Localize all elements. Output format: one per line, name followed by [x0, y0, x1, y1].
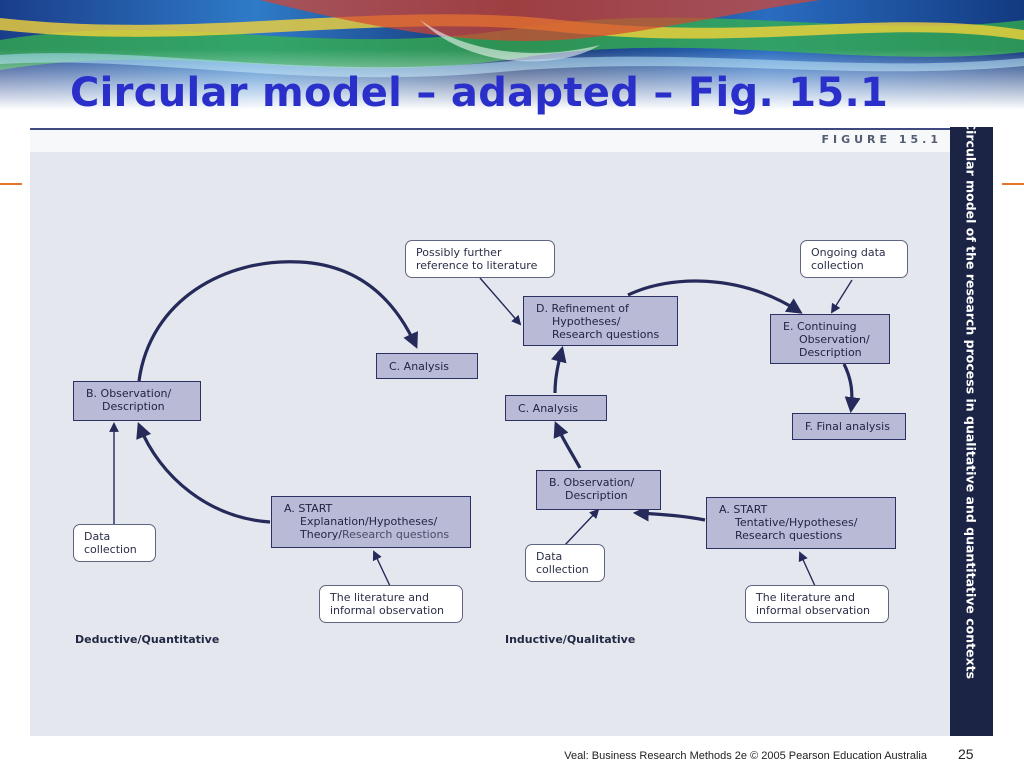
arrow-ongoing-to-continuing [830, 279, 853, 314]
deductive-panel-label: Deductive/Quantitative [75, 633, 220, 646]
deductive-start-line3: Theory/Research questions [284, 528, 462, 541]
inductive-literature-line1: The literature and [756, 591, 855, 604]
ongoing-data-line2: collection [811, 259, 864, 272]
slide-title: Circular model – adapted – Fig. 15.1 [70, 70, 889, 116]
ongoing-data-note: Ongoing data collection [800, 240, 908, 278]
arrow-further-to-refinement [479, 277, 522, 326]
arrow-observation-to-analysis [137, 260, 418, 382]
inductive-data-collection-line2: collection [536, 563, 589, 576]
deductive-analysis-label: C. Analysis [389, 360, 449, 373]
deductive-observation-line2: Description [102, 400, 165, 413]
footer-citation: Veal: Business Research Methods 2e © 200… [564, 750, 927, 762]
inductive-start-box: A. START Tentative/Hypotheses/ Research … [706, 497, 896, 549]
inductive-observation-line2: Description [565, 489, 628, 502]
arrow-analysis-to-refinement [551, 345, 567, 394]
final-analysis-label: F. Final analysis [805, 420, 890, 433]
inductive-start-line3: Research questions [735, 529, 843, 542]
deductive-observation-line1: B. Observation/ [86, 387, 172, 400]
inductive-start-line1: A. START [719, 503, 768, 516]
arrow-start-to-observation-inductive [632, 505, 706, 522]
deductive-start-box: A. START Explanation/Hypotheses/ Theory/… [271, 496, 471, 548]
refinement-line3: Research questions [552, 328, 660, 341]
continuing-line3: Description [799, 346, 862, 359]
deductive-analysis-box: C. Analysis [376, 353, 478, 379]
final-analysis-box: F. Final analysis [792, 413, 906, 440]
continuing-box: E. Continuing Observation/ Description [770, 314, 890, 364]
figure-header-strip [30, 130, 950, 152]
inductive-panel-label: Inductive/Qualitative [505, 633, 636, 646]
figure-label: FIGURE 15.1 [821, 133, 942, 146]
deductive-literature-line2: informal observation [330, 604, 445, 617]
deductive-start-line1: A. START [284, 502, 333, 515]
inductive-observation-box: B. Observation/ Description [536, 470, 661, 510]
deductive-data-collection-note: Data collection [73, 524, 156, 562]
refinement-line1: D. Refinement of [536, 302, 629, 315]
arrow-observation-to-analysis-inductive [553, 421, 582, 469]
page-number: 25 [958, 746, 974, 762]
inductive-literature-note: The literature and informal observation [745, 585, 889, 623]
arrow-refinement-to-continuing [627, 279, 803, 314]
refinement-line2: Hypotheses/ [552, 315, 621, 328]
refinement-box: D. Refinement of Hypotheses/ Research qu… [523, 296, 678, 346]
arrow-literature-to-start-inductive [798, 551, 816, 587]
deductive-literature-note: The literature and informal observation [319, 585, 463, 623]
inductive-data-collection-line1: Data [536, 550, 563, 563]
arrow-start-to-observation [136, 422, 271, 524]
ongoing-data-line1: Ongoing data [811, 246, 886, 259]
right-accent-mark [1002, 183, 1024, 185]
deductive-data-collection-line1: Data [84, 530, 111, 543]
inductive-start-line2: Tentative/Hypotheses/ [735, 516, 858, 529]
deductive-start-line3-suffix: Research questions [341, 528, 450, 541]
figure-side-bar [950, 127, 993, 736]
deductive-literature-line1: The literature and [330, 591, 429, 604]
continuing-line1: E. Continuing [783, 320, 857, 333]
inductive-observation-line1: B. Observation/ [549, 476, 635, 489]
inductive-analysis-box: C. Analysis [505, 395, 607, 421]
continuing-line2: Observation/ [799, 333, 870, 346]
title-divider [30, 128, 950, 130]
deductive-start-line2: Explanation/Hypotheses/ [300, 515, 438, 528]
arrow-datacollection-to-observation-inductive [563, 508, 600, 547]
left-accent-mark [0, 183, 22, 185]
header-banner [0, 0, 1024, 110]
inductive-literature-line2: informal observation [756, 604, 871, 617]
further-reference-note: Possibly further reference to literature [405, 240, 555, 278]
inductive-data-collection-note: Data collection [525, 544, 605, 582]
inductive-analysis-label: C. Analysis [518, 402, 578, 415]
arrow-continuing-to-final [842, 363, 861, 414]
further-reference-line2: reference to literature [416, 259, 538, 272]
arrow-literature-to-start-deductive [372, 550, 391, 587]
further-reference-line1: Possibly further [416, 246, 502, 259]
deductive-data-collection-line2: collection [84, 543, 137, 556]
deductive-observation-box: B. Observation/ Description [73, 381, 201, 421]
deductive-start-line3-main: Theory/ [300, 528, 342, 541]
